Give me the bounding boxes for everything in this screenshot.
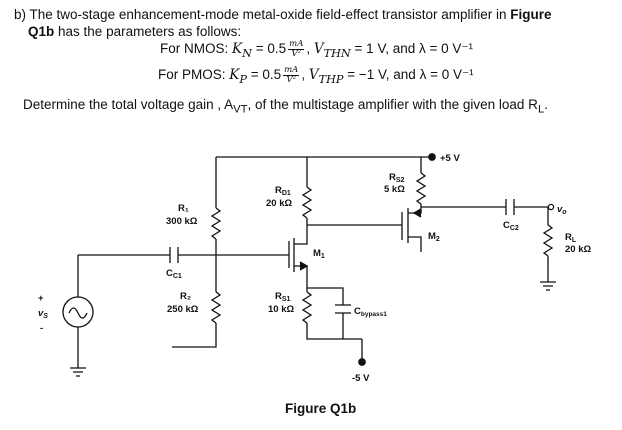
figure-ref-2: Q1b bbox=[28, 24, 55, 39]
cbypass-capacitor bbox=[335, 304, 351, 314]
rl-value: 20 kΩ bbox=[565, 244, 591, 255]
pmos-vth-sub: THP bbox=[318, 72, 344, 86]
rl-resistor bbox=[542, 224, 554, 257]
rs2-resistor bbox=[415, 172, 427, 205]
unit-num: mA bbox=[288, 39, 305, 50]
r1-label: R₁ bbox=[178, 203, 189, 214]
rs2-label: RS2 bbox=[389, 172, 405, 184]
pmos-k: K bbox=[229, 67, 240, 84]
question-part: b) bbox=[14, 7, 27, 22]
task-sub: VT bbox=[233, 103, 248, 116]
pmos-k-value: = 0.5 bbox=[250, 67, 282, 83]
pmos-label: For PMOS: bbox=[158, 67, 226, 83]
figure-caption: Figure Q1b bbox=[285, 401, 357, 416]
question-line-2: Q1b has the parameters as follows: bbox=[14, 23, 614, 40]
question-text: b) The two-stage enhancement-mode metal-… bbox=[14, 6, 614, 40]
unit-den-2: V² bbox=[286, 75, 296, 85]
vss-label: -5 V bbox=[352, 373, 370, 384]
nmos-k-sub: N bbox=[242, 46, 252, 60]
r2-value: 250 kΩ bbox=[167, 304, 199, 315]
r2-label: R₂ bbox=[180, 291, 191, 302]
question-intro: The two-stage enhancement-mode metal-oxi… bbox=[29, 7, 507, 22]
ground-1 bbox=[70, 367, 86, 377]
cbypass-wire bbox=[307, 287, 344, 339]
task-start: Determine the total voltage gain , A bbox=[23, 97, 234, 112]
task-end: . bbox=[544, 97, 548, 112]
r2-wire bbox=[172, 323, 217, 348]
nmos-vth-value: = 1 V, and λ = 0 V⁻¹ bbox=[354, 41, 474, 57]
figure-ref: Figure bbox=[510, 7, 552, 22]
vs-label: vS bbox=[38, 308, 48, 320]
question-line-1: b) The two-stage enhancement-mode metal-… bbox=[14, 6, 614, 23]
task-text: Determine the total voltage gain , AVT, … bbox=[23, 97, 548, 116]
ground-2 bbox=[540, 281, 556, 291]
r1-resistor bbox=[210, 207, 222, 240]
r1-value: 300 kΩ bbox=[166, 216, 198, 227]
pmos-vth: V bbox=[308, 67, 319, 84]
rs1-wire bbox=[306, 323, 362, 340]
task-sub-2: L bbox=[537, 103, 545, 116]
vs-plus: + bbox=[38, 293, 44, 304]
m1-arrow bbox=[299, 261, 309, 271]
m2-arrow bbox=[412, 208, 422, 218]
vo-label: vo bbox=[557, 204, 567, 216]
rs1-value: 10 kΩ bbox=[268, 304, 294, 315]
m2-drain bbox=[408, 236, 422, 252]
nmos-k: K bbox=[232, 41, 243, 58]
m1-drain bbox=[294, 238, 308, 245]
vdd-label: +5 V bbox=[440, 153, 460, 164]
m2-label: M2 bbox=[428, 231, 440, 243]
cbypass-label: Cbypass1 bbox=[354, 306, 387, 318]
vss-node bbox=[358, 358, 366, 366]
vs-minus: - bbox=[40, 323, 43, 334]
rd1-value: 20 kΩ bbox=[266, 198, 292, 209]
rs2-value: 5 kΩ bbox=[384, 184, 405, 195]
unit-num-2: mA bbox=[283, 65, 300, 76]
task-mid: , of the multistage amplifier with the g… bbox=[247, 97, 538, 112]
question-intro-end: has the parameters as follows: bbox=[58, 24, 242, 39]
ac-source-wave bbox=[68, 307, 88, 319]
pmos-vth-value: = −1 V, and λ = 0 V⁻¹ bbox=[347, 67, 474, 83]
nmos-label: For NMOS: bbox=[160, 41, 229, 57]
cc2-capacitor bbox=[505, 199, 515, 215]
cc2-label: CC2 bbox=[503, 220, 519, 232]
pmos-k-sub: P bbox=[239, 72, 247, 86]
rd1-label: RD1 bbox=[275, 185, 291, 197]
nmos-vth: V bbox=[313, 41, 324, 58]
cc1-capacitor bbox=[169, 247, 179, 263]
nmos-k-value: = 0.5 bbox=[255, 41, 287, 57]
cc1-label: CC1 bbox=[166, 268, 182, 280]
vo-terminal bbox=[547, 203, 555, 211]
rl-label: RL bbox=[565, 232, 577, 244]
rs1-resistor bbox=[301, 291, 313, 324]
rs1-label: RS1 bbox=[275, 291, 291, 303]
vdd-node bbox=[428, 153, 436, 161]
m1-label: M1 bbox=[313, 248, 325, 260]
r2-resistor bbox=[210, 291, 222, 324]
rd1-resistor bbox=[301, 186, 313, 219]
nmos-vth-sub: THN bbox=[323, 46, 351, 60]
unit-den: V² bbox=[291, 49, 302, 59]
